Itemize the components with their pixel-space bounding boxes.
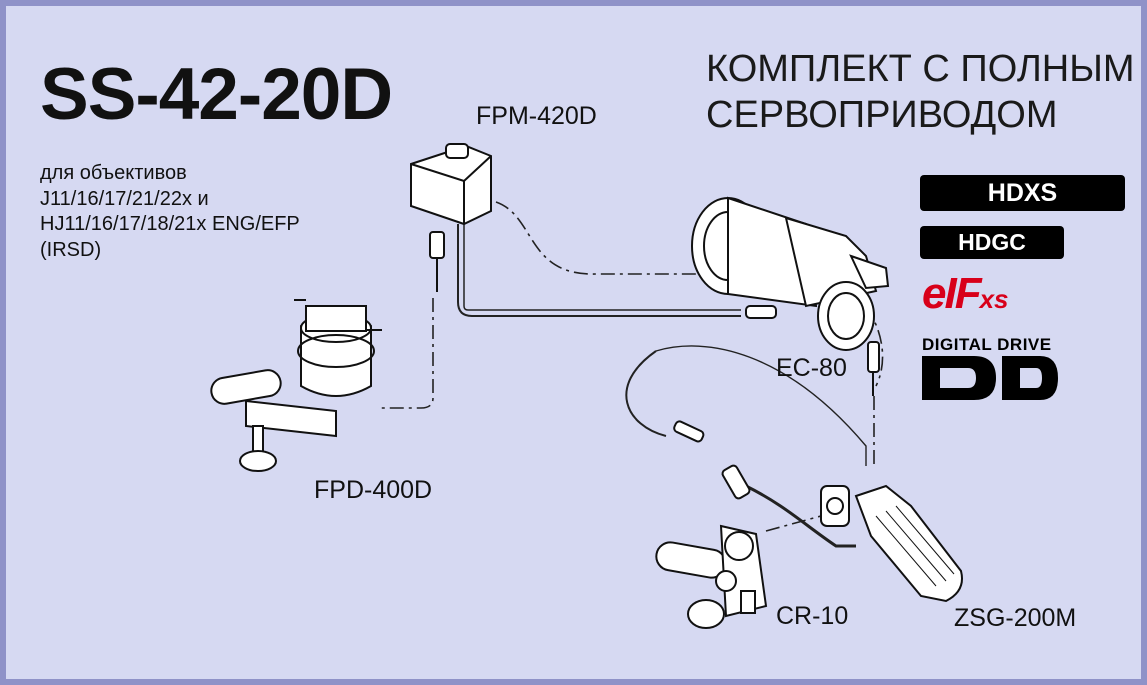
fpd-400d-unit xyxy=(210,299,382,472)
desc-line-2: J11/16/17/21/22x и xyxy=(40,187,209,210)
fpd-400d-label: FPD-400D xyxy=(314,476,433,504)
zsg-200m-label: ZSG-200M xyxy=(954,604,1077,632)
eif-logo-text: eIF xyxy=(922,269,982,318)
cr-10-label: CR-10 xyxy=(776,602,849,630)
eif-logo-suffix: xs xyxy=(979,284,1009,314)
kit-heading: КОМПЛЕКТ С ПОЛНЫМ СЕРВОПРИВОДОМ xyxy=(706,46,1135,138)
cable-fpm-to-lens xyxy=(495,201,706,275)
cable-cr-to-zsg xyxy=(765,515,822,532)
desc-line-3: HJ11/16/17/18/21x ENG/EFP xyxy=(40,213,300,235)
eif-xs-logo: eIFxs xyxy=(922,272,1009,316)
kit-model-title: SS-42-20D xyxy=(40,54,393,135)
desc-line-1: для объективов xyxy=(40,162,187,184)
fpm-420d-label: FPM-420D xyxy=(476,102,597,130)
cr-10-unit xyxy=(655,420,768,629)
hdgc-logo: HDGC xyxy=(920,226,1064,259)
desc-line-4: (IRSD) xyxy=(40,238,102,261)
cable-fpm-ec80 xyxy=(457,224,741,317)
diagram-panel: SS-42-20D КОМПЛЕКТ С ПОЛНЫМ СЕРВОПРИВОДО… xyxy=(6,6,1141,679)
lens-ec80-unit xyxy=(691,196,890,396)
kit-heading-line-1: КОМПЛЕКТ С ПОЛНЫМ xyxy=(706,48,1135,90)
cable-cr10 xyxy=(625,350,667,437)
hdxs-logo: HDXS xyxy=(920,175,1125,211)
fpm-420d-unit xyxy=(410,143,492,292)
digital-drive-caption: DIGITAL DRIVE xyxy=(922,335,1052,354)
kit-heading-line-2: СЕРВОПРИВОДОМ xyxy=(706,94,1058,136)
zsg-200m-unit xyxy=(820,484,963,603)
cable-zsg xyxy=(745,484,856,548)
ec-80-label: EC-80 xyxy=(776,354,847,382)
lens-compatibility-text: для объективов J11/16/17/21/22x и HJ11/1… xyxy=(40,161,300,263)
cable-fpd-to-fpm xyxy=(378,298,434,409)
servo-kit-illustration xyxy=(210,143,963,629)
